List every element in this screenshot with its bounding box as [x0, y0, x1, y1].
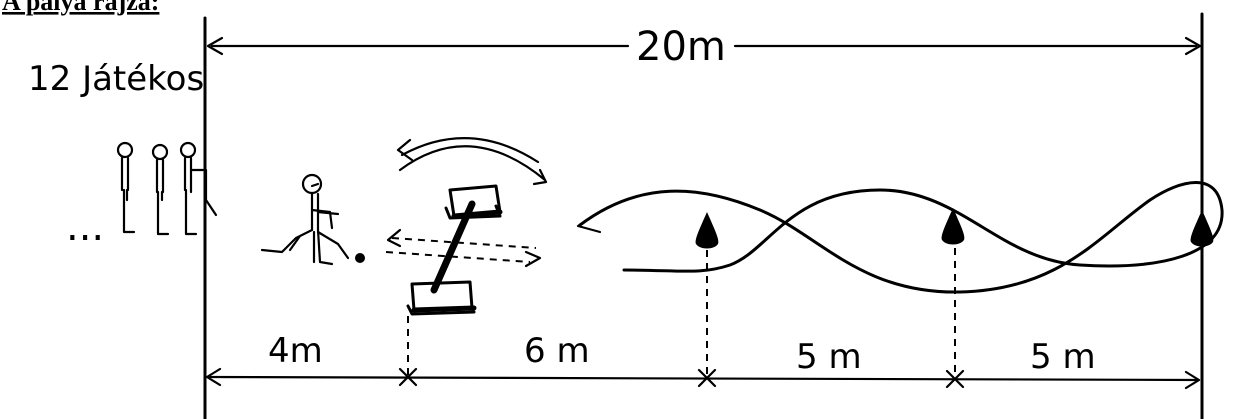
bottom-block-icon [406, 280, 477, 316]
cone-icon [1190, 210, 1214, 247]
total-length-label: 20m [636, 24, 726, 70]
bench-plank [430, 200, 476, 294]
total-length-dimension: 20m [206, 24, 1202, 70]
stick-figure-icon [151, 143, 170, 236]
waiting-players: ... [66, 141, 218, 250]
players-label: 12 Játékos [28, 59, 204, 99]
rotate-arrow-icon [396, 137, 548, 186]
players-ellipsis: ... [66, 204, 104, 250]
arrowhead-left-icon [206, 36, 224, 56]
top-block-icon [444, 184, 503, 220]
seesaw-obstacle [385, 137, 548, 316]
side-move-arrow-icon [385, 228, 542, 268]
segment-label: 5 m [796, 337, 862, 377]
tick-marker-icon [945, 369, 965, 389]
page-heading: A pálya rajza: [2, 0, 159, 16]
stick-figure-icon [179, 141, 218, 236]
arrowhead-right-icon [1184, 36, 1202, 56]
stick-figure-icon [116, 141, 136, 234]
ball-icon [355, 253, 365, 263]
segment-label: 4m [268, 331, 323, 371]
cone-icon [695, 212, 719, 249]
tick-marker-icon [398, 367, 418, 387]
slalom-path [578, 181, 1224, 294]
segment-label: 6 m [524, 331, 590, 371]
segment-dimension: 4m 6 m 5 m 5 m [205, 331, 1201, 390]
cone-icon [941, 208, 965, 245]
running-player-icon [260, 173, 350, 266]
arrowhead-right-icon [1184, 370, 1201, 390]
arrowhead-left-icon [205, 367, 222, 387]
tick-marker-icon [697, 368, 717, 388]
slalom-arrowhead-icon [576, 212, 602, 234]
segment-label: 5 m [1030, 337, 1096, 377]
